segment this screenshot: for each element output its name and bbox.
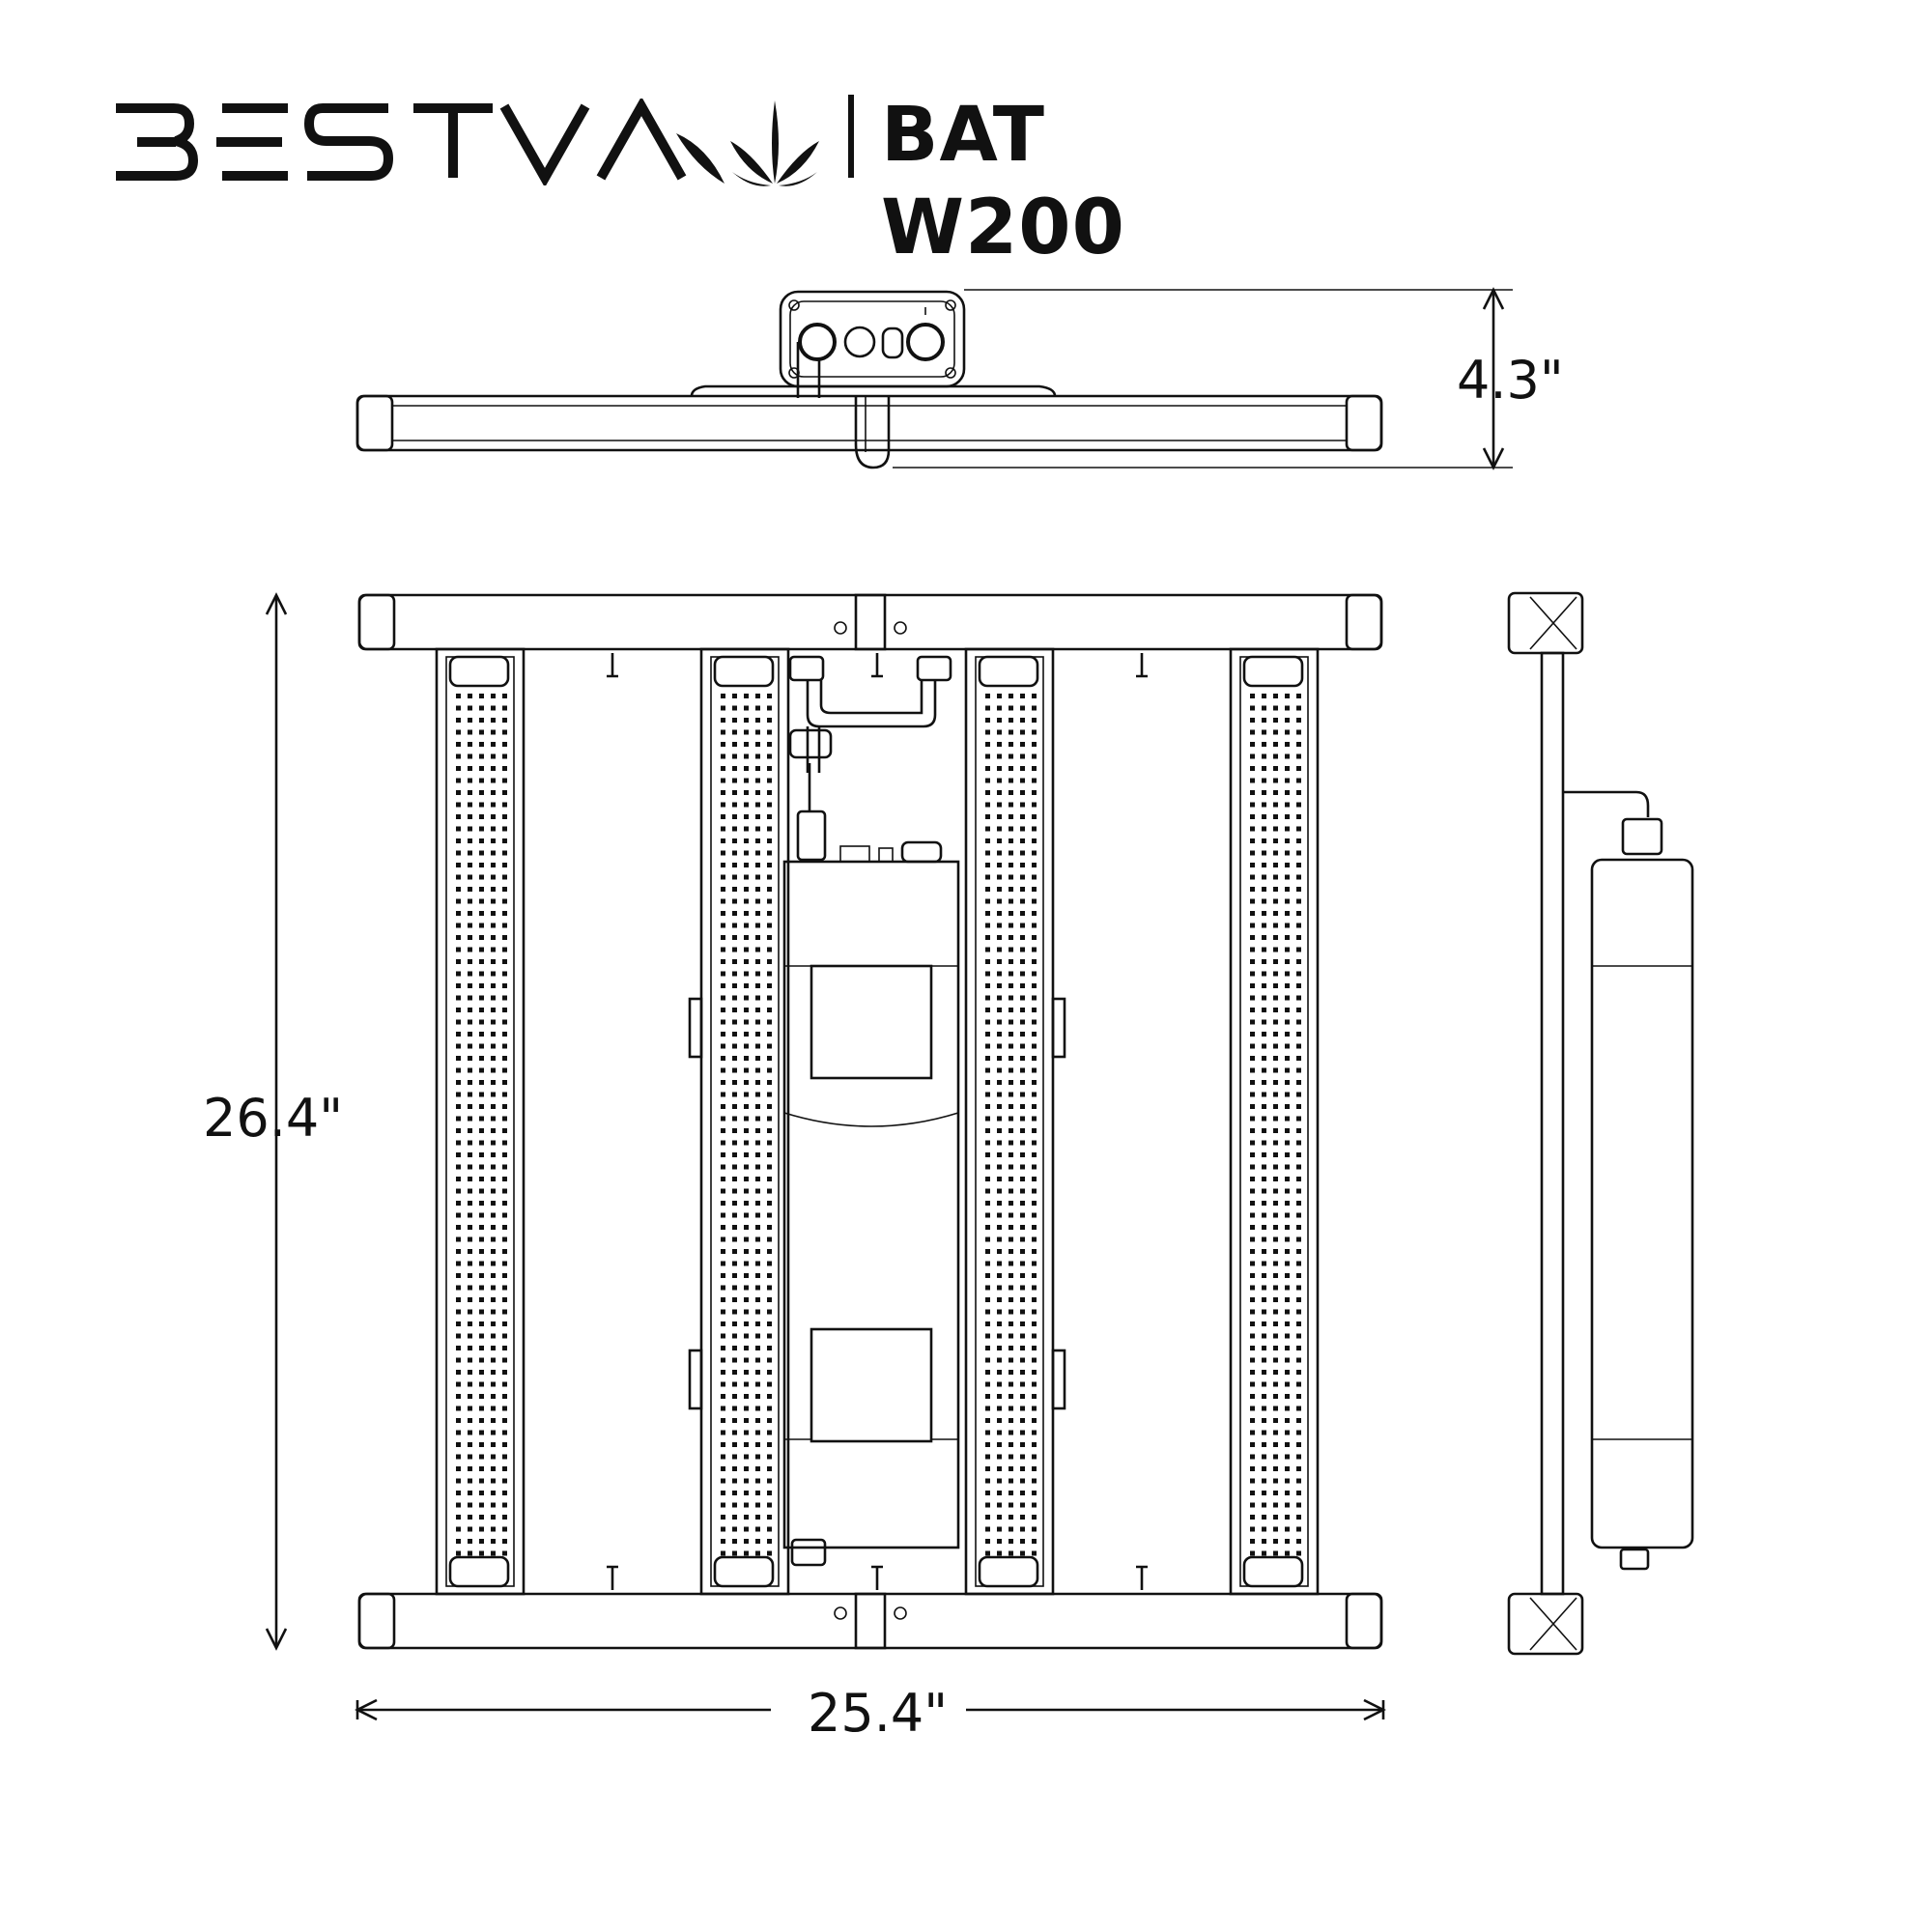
control-box bbox=[779, 290, 966, 388]
dimension-width-front: 25.4" bbox=[808, 1683, 948, 1744]
dimension-height-front: 26.4" bbox=[203, 1088, 343, 1149]
power-port-icon bbox=[798, 323, 837, 361]
side-lug bbox=[688, 1349, 703, 1410]
driver-box bbox=[782, 860, 960, 1549]
side-driver bbox=[1590, 858, 1694, 1549]
clip bbox=[607, 1565, 618, 1590]
clip bbox=[1136, 1565, 1148, 1590]
top-view bbox=[355, 287, 1513, 470]
clip bbox=[871, 1565, 883, 1590]
leaf-icon bbox=[676, 133, 724, 184]
led-bar-3 bbox=[964, 647, 1055, 1596]
bracket-lower bbox=[810, 1327, 933, 1443]
side-lug bbox=[688, 997, 703, 1059]
side-lug bbox=[1051, 1349, 1066, 1410]
model-name: BAT W200 bbox=[881, 92, 1125, 271]
dimension-height-side: 4.3" bbox=[1457, 350, 1564, 411]
header: BAT W200 bbox=[108, 85, 1171, 271]
bracket-upper bbox=[810, 964, 933, 1080]
top-bar bbox=[355, 394, 1383, 452]
front-view bbox=[357, 593, 1383, 1650]
side-lug bbox=[1051, 997, 1066, 1059]
side-connector bbox=[1621, 817, 1663, 856]
connector-right bbox=[916, 655, 952, 682]
brand-logo bbox=[116, 99, 724, 185]
clip bbox=[1136, 653, 1148, 678]
led-bar-2 bbox=[699, 647, 790, 1596]
leaf-icon bbox=[730, 100, 819, 186]
dimmer-knob-icon bbox=[906, 323, 945, 361]
front-bottom-rail bbox=[357, 1592, 1383, 1650]
connector-left bbox=[788, 655, 825, 682]
clip bbox=[871, 653, 883, 678]
clip bbox=[607, 653, 618, 678]
led-bar-4 bbox=[1229, 647, 1320, 1596]
brand-divider bbox=[848, 95, 854, 178]
front-top-rail bbox=[357, 593, 1383, 651]
side-view bbox=[1507, 591, 1694, 1656]
led-bar-1 bbox=[435, 647, 526, 1596]
side-frame bbox=[1540, 651, 1565, 1596]
